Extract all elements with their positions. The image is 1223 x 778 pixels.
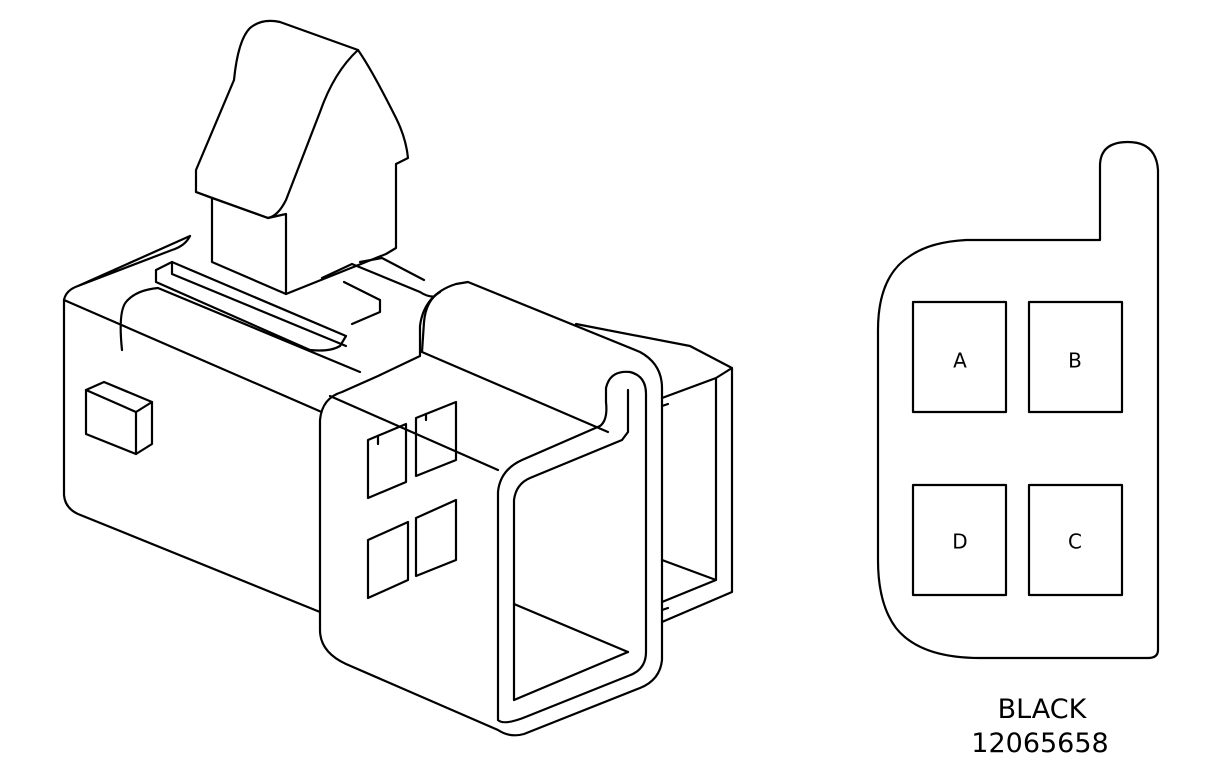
cavity-a: A <box>911 300 1008 414</box>
cavity-label-c: C <box>1068 530 1082 554</box>
face-outline <box>876 140 1160 660</box>
lever-handle <box>194 19 410 296</box>
rear-sleeve <box>574 322 734 624</box>
connector-color-label: BLACK <box>998 694 1088 725</box>
cavity-d: D <box>911 483 1008 597</box>
cavity-label-b: B <box>1068 349 1082 373</box>
cavity-b: B <box>1027 300 1124 414</box>
connector-housing <box>62 234 322 614</box>
connector-isometric-view <box>62 19 734 737</box>
connector-front-shell <box>318 280 664 737</box>
cavity-c: C <box>1027 483 1124 597</box>
housing-top-rail <box>62 286 362 422</box>
connector-face-view: A B D C BLACK 12065658 <box>876 140 1160 759</box>
connector-part-number: 12065658 <box>971 728 1108 759</box>
side-latch-block <box>84 380 154 456</box>
cavity-label-a: A <box>953 349 967 373</box>
cavity-label-d: D <box>952 530 967 554</box>
locking-lever <box>154 260 348 352</box>
side-windows <box>366 400 458 600</box>
